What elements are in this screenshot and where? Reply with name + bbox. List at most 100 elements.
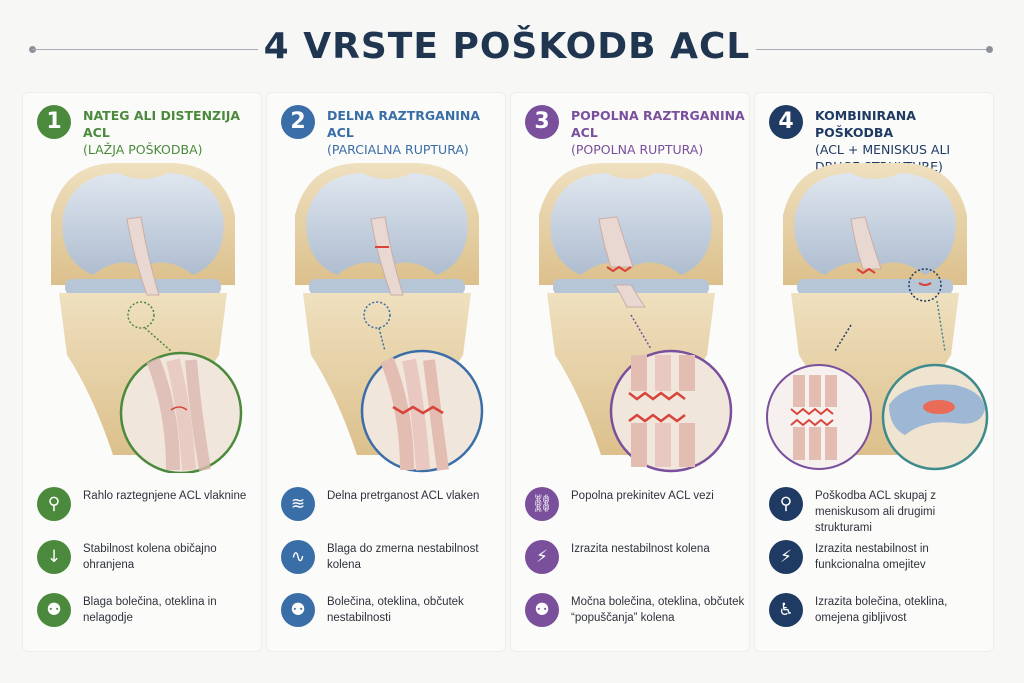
knee-illustration bbox=[755, 155, 995, 473]
list-item: ↓ Stabilnost kolena običajno ohranjena bbox=[37, 536, 257, 589]
zoom-marker bbox=[908, 268, 942, 302]
item-text: Delna pretrganost ACL vlaken bbox=[327, 490, 480, 502]
panel-title-main: KOMBINIRANA POŠKODBA bbox=[815, 108, 916, 140]
zoom-line bbox=[834, 324, 852, 352]
item-text: Blaga bolečina, oteklina in nelagodje bbox=[83, 596, 217, 624]
knee-illustration bbox=[23, 155, 263, 473]
item-text: Izrazita bolečina, oteklina, omejena gib… bbox=[815, 596, 948, 624]
symptom-list: ⚲ Rahlo raztegnjene ACL vlaknine ↓ Stabi… bbox=[37, 483, 257, 642]
title-row: 4 VRSTE POŠKODB ACL bbox=[0, 0, 1024, 90]
page-title: 4 VRSTE POŠKODB ACL bbox=[263, 26, 751, 67]
walking-person-icon: ⚉ bbox=[37, 593, 71, 627]
list-item: ⚉ Bolečina, oteklina, občutek nestabilno… bbox=[281, 589, 501, 642]
item-text: Izrazita nestabilnost in funkcionalna om… bbox=[815, 543, 929, 571]
knee-sprain-illustration bbox=[51, 163, 243, 473]
list-item: ⚡ Izrazita nestabilnost in funkcionalna … bbox=[769, 536, 989, 589]
tear-mark bbox=[628, 391, 686, 401]
broken-link-icon: ⛓ bbox=[525, 487, 559, 521]
zoom-fiber bbox=[166, 358, 196, 471]
acl-ligament-lower bbox=[614, 284, 646, 308]
panel-title-main: POPOLNA RAZTRGANINA ACL bbox=[571, 108, 745, 140]
tear-mark bbox=[856, 267, 876, 275]
tear-mark bbox=[392, 405, 444, 415]
acl-ligament bbox=[370, 216, 404, 296]
list-item: ⚉ Močna bolečina, oteklina, občutek “pop… bbox=[525, 589, 745, 642]
unstable-knee-icon: ⚡ bbox=[525, 540, 559, 574]
list-item: ≋ Delna pretrganost ACL vlaken bbox=[281, 483, 501, 536]
item-text: Izrazita nestabilnost kolena bbox=[571, 543, 710, 555]
item-text: Bolečina, oteklina, občutek nestabilnost… bbox=[327, 596, 464, 624]
panel-subtitle: (LAŽJA POŠKODBA) bbox=[83, 142, 203, 157]
zoom-fiber bbox=[423, 359, 449, 471]
meniscus-tear-mark bbox=[918, 282, 932, 286]
item-text: Močna bolečina, oteklina, občutek “popuš… bbox=[571, 596, 745, 624]
title-dot-right bbox=[986, 46, 993, 53]
number-badge: 4 bbox=[769, 105, 803, 139]
list-item: ⚲ Poškodba ACL skupaj z meniskusom ali d… bbox=[769, 483, 989, 536]
number-badge: 2 bbox=[281, 105, 315, 139]
tear-mark bbox=[606, 265, 632, 273]
femoral-cartilage bbox=[794, 173, 956, 275]
list-item: ∿ Blaga do zmerna nestabilnost kolena bbox=[281, 536, 501, 589]
unstable-knee-icon: ⚡ bbox=[769, 540, 803, 574]
panel-subtitle: (PARCIALNA RUPTURA) bbox=[327, 142, 469, 157]
item-text: Popolna prekinitev ACL vezi bbox=[571, 490, 714, 502]
panel-title-main: DELNA RAZTRGANINA ACL bbox=[327, 108, 481, 140]
panel-complete-tear: 3 POPOLNA RAZTRGANINA ACL (POPOLNA RUPTU… bbox=[510, 92, 750, 652]
panel-title: DELNA RAZTRGANINA ACL (PARCIALNA RUPTURA… bbox=[327, 107, 503, 158]
meniscus bbox=[797, 279, 953, 295]
symptom-list: ≋ Delna pretrganost ACL vlaken ∿ Blaga d… bbox=[281, 483, 501, 642]
item-text: Blaga do zmerna nestabilnost kolena bbox=[327, 543, 479, 571]
number-badge: 3 bbox=[525, 105, 559, 139]
panel-header: 2 DELNA RAZTRGANINA ACL (PARCIALNA RUPTU… bbox=[281, 105, 501, 165]
zoom-fiber-upper bbox=[793, 375, 837, 407]
panel-title: NATEG ALI DISTENZIJA ACL (LAŽJA POŠKODBA… bbox=[83, 107, 259, 158]
zoom-fiber bbox=[402, 358, 430, 471]
walking-person-icon: ⚉ bbox=[281, 593, 315, 627]
zoom-line bbox=[936, 300, 946, 352]
panel-title-main: NATEG ALI DISTENZIJA ACL bbox=[83, 108, 241, 140]
title-line-right bbox=[756, 49, 990, 50]
knee-illustration bbox=[511, 155, 751, 473]
wave-icon: ∿ bbox=[281, 540, 315, 574]
knee-icon: ⚲ bbox=[37, 487, 71, 521]
list-item: ⛓ Popolna prekinitev ACL vezi bbox=[525, 483, 745, 536]
tear-mark bbox=[790, 418, 834, 427]
acl-ligament bbox=[850, 216, 882, 270]
zoom-fiber bbox=[185, 359, 211, 471]
zoom-line bbox=[630, 314, 652, 350]
title-line-left bbox=[32, 49, 258, 50]
falling-person-icon: ⚉ bbox=[525, 593, 559, 627]
tear-mark bbox=[628, 413, 686, 423]
meniscus bbox=[309, 279, 465, 295]
list-item: ♿ Izrazita bolečina, oteklina, omejena g… bbox=[769, 589, 989, 642]
list-item: ⚡ Izrazita nestabilnost kolena bbox=[525, 536, 745, 589]
acl-ligament-upper bbox=[598, 216, 634, 268]
tear-mark bbox=[790, 407, 834, 416]
item-text: Poškodba ACL skupaj z meniskusom ali dru… bbox=[815, 490, 937, 534]
symptom-list: ⚲ Poškodba ACL skupaj z meniskusom ali d… bbox=[769, 483, 989, 642]
knee-partial-tear-illustration bbox=[295, 163, 484, 473]
arrow-down-icon: ↓ bbox=[37, 540, 71, 574]
femoral-cartilage bbox=[62, 173, 224, 275]
knee-complete-tear-illustration bbox=[539, 163, 733, 473]
meniscus bbox=[65, 279, 221, 295]
seated-person-icon: ♿ bbox=[769, 593, 803, 627]
item-text: Rahlo raztegnjene ACL vlaknine bbox=[83, 490, 247, 502]
panel-sprain: 1 NATEG ALI DISTENZIJA ACL (LAŽJA POŠKOD… bbox=[22, 92, 262, 652]
number-badge: 1 bbox=[37, 105, 71, 139]
panel-subtitle: (POPOLNA RUPTURA) bbox=[571, 142, 704, 157]
list-item: ⚉ Blaga bolečina, oteklina in nelagodje bbox=[37, 589, 257, 642]
panel-combined-injury: 4 KOMBINIRANA POŠKODBA (ACL + MENISKUS A… bbox=[754, 92, 994, 652]
list-item: ⚲ Rahlo raztegnjene ACL vlaknine bbox=[37, 483, 257, 536]
panel-partial-tear: 2 DELNA RAZTRGANINA ACL (PARCIALNA RUPTU… bbox=[266, 92, 506, 652]
acl-ligament bbox=[126, 216, 160, 296]
zoom-line bbox=[144, 327, 172, 352]
zoom-marker bbox=[363, 301, 391, 329]
panel-header: 3 POPOLNA RAZTRGANINA ACL (POPOLNA RUPTU… bbox=[525, 105, 745, 165]
symptom-list: ⛓ Popolna prekinitev ACL vezi ⚡ Izrazita… bbox=[525, 483, 745, 642]
femoral-cartilage bbox=[306, 173, 468, 275]
zoom-fiber-lower bbox=[793, 427, 837, 460]
knee-icon: ⚲ bbox=[769, 487, 803, 521]
knee-illustration bbox=[267, 155, 507, 473]
